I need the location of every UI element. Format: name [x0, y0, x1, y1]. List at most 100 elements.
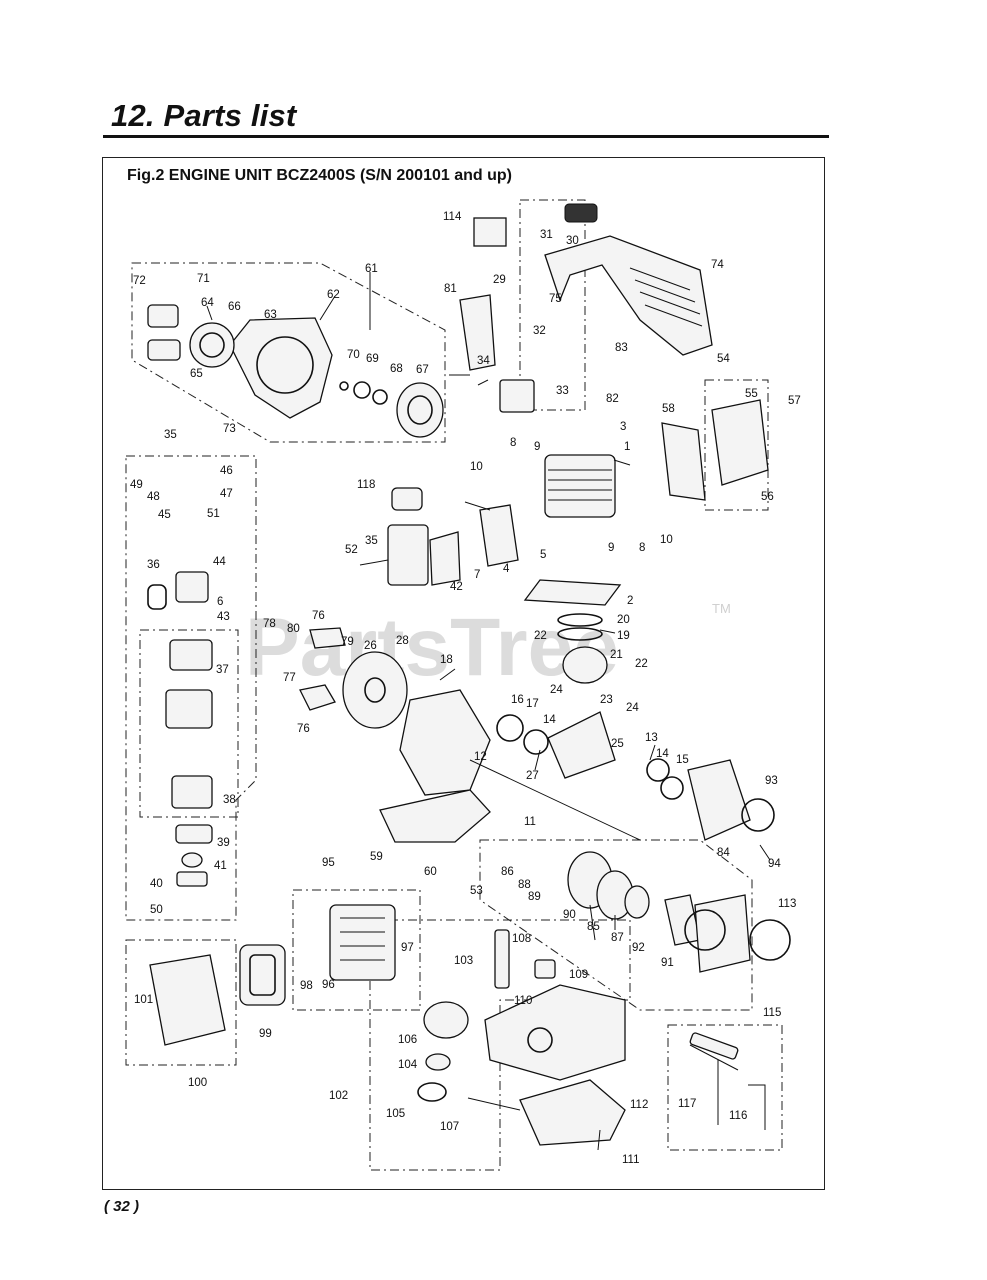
callout-label: 101 — [134, 994, 153, 1006]
leader-lines — [206, 272, 771, 1151]
callout-label: 46 — [220, 465, 233, 477]
callout-label: 18 — [440, 654, 453, 666]
callout-label: 32 — [533, 325, 546, 337]
callout-label: 90 — [563, 909, 576, 921]
callout-label: 16 — [511, 694, 524, 706]
page-number-value: 32 — [113, 1198, 130, 1215]
callout-label: 97 — [401, 942, 414, 954]
callout-label: 84 — [717, 847, 730, 859]
callout-label: 24 — [626, 702, 639, 714]
callout-label: 93 — [765, 775, 778, 787]
callout-label: 4 — [503, 563, 510, 575]
callout-label: 42 — [450, 581, 463, 593]
callout-label: 29 — [493, 274, 506, 286]
callout-label: 27 — [526, 770, 539, 782]
callout-label: 82 — [606, 393, 619, 405]
callout-label: 22 — [635, 658, 648, 670]
callout-label: 44 — [213, 556, 226, 568]
callout-label: 61 — [365, 263, 378, 275]
callout-label: 112 — [630, 1099, 648, 1111]
callout-label: 69 — [366, 353, 379, 365]
callout-label: 34 — [477, 355, 490, 367]
callout-label: 96 — [322, 979, 335, 991]
callout-label: 26 — [364, 640, 377, 652]
callout-label: 49 — [130, 479, 143, 491]
callout-label: 57 — [788, 395, 801, 407]
callout-label: 13 — [645, 732, 658, 744]
callout-label: 19 — [617, 630, 630, 642]
callout-label: 53 — [470, 885, 483, 897]
callout-label: 28 — [396, 635, 409, 647]
figure-frame — [102, 157, 825, 1190]
callout-label: 63 — [264, 309, 277, 321]
callout-label: 104 — [398, 1059, 418, 1071]
callout-label: 41 — [214, 860, 227, 872]
callout-label: 40 — [150, 878, 163, 890]
callout-label: 67 — [416, 364, 429, 376]
callout-label: 3 — [620, 421, 626, 433]
callout-label: 71 — [197, 273, 210, 285]
callout-label: 8 — [510, 437, 516, 449]
callout-label: 51 — [207, 508, 220, 520]
callout-label: 111 — [622, 1154, 639, 1166]
callout-label: 8 — [639, 542, 645, 554]
callout-label: 116 — [729, 1110, 747, 1122]
callout-label: 102 — [329, 1090, 348, 1102]
callout-label: 88 — [518, 879, 531, 891]
figure-title: Fig.2 ENGINE UNIT BCZ2400S (S/N 200101 a… — [127, 167, 512, 184]
callout-labels: 114 31 30 29 74 61 72 71 62 64 66 81 75 … — [130, 211, 801, 1166]
callout-label: 83 — [615, 342, 628, 354]
callout-label: 110 — [514, 995, 532, 1007]
callout-label: 47 — [220, 488, 233, 500]
callout-label: 20 — [617, 614, 630, 626]
callout-label: 36 — [147, 559, 160, 571]
callout-label: 107 — [440, 1121, 459, 1133]
section-title: 12. Parts list — [111, 98, 297, 133]
callout-label: 64 — [201, 297, 214, 309]
callout-label: 78 — [263, 618, 276, 630]
parts-artwork — [147, 203, 791, 1146]
callout-label: 39 — [217, 837, 230, 849]
watermark: PartsTree — [245, 602, 619, 693]
callout-label: 6 — [217, 596, 223, 608]
callout-label: 35 — [164, 429, 177, 441]
callout-label: 103 — [454, 955, 473, 967]
callout-label: 87 — [611, 932, 624, 944]
callout-label: 72 — [133, 275, 146, 287]
callout-label: 114 — [443, 211, 462, 223]
callout-label: 9 — [534, 441, 540, 453]
callout-label: 52 — [345, 544, 358, 556]
callout-label: 14 — [656, 748, 669, 760]
group-outlines — [125, 199, 783, 1171]
callout-label: 38 — [223, 794, 236, 806]
callout-label: 99 — [259, 1028, 272, 1040]
callout-label: 118 — [357, 479, 375, 491]
callout-label: 105 — [386, 1108, 405, 1120]
callout-label: 11 — [524, 816, 536, 828]
callout-label: 30 — [566, 235, 579, 247]
callout-label: 108 — [512, 933, 531, 945]
callout-label: 37 — [216, 664, 229, 676]
callout-label: 50 — [150, 904, 163, 916]
callout-label: 2 — [627, 595, 633, 607]
callout-label: 81 — [444, 283, 457, 295]
callout-label: 59 — [370, 851, 383, 863]
callout-label: 31 — [540, 229, 553, 241]
callout-label: 106 — [398, 1034, 417, 1046]
callout-label: 85 — [587, 921, 600, 933]
callout-label: 60 — [424, 866, 437, 878]
callout-label: 77 — [283, 672, 296, 684]
callout-label: 113 — [778, 898, 796, 910]
callout-label: 74 — [711, 259, 724, 271]
callout-label: 23 — [600, 694, 613, 706]
callout-label: 100 — [188, 1077, 207, 1089]
callout-label: 1 — [624, 441, 630, 453]
callout-label: 73 — [223, 423, 236, 435]
callout-label: 48 — [147, 491, 160, 503]
callout-label: 80 — [287, 623, 300, 635]
callout-label: 35 — [365, 535, 378, 547]
callout-label: 55 — [745, 388, 758, 400]
callout-label: 24 — [550, 684, 563, 696]
callout-label: 92 — [632, 942, 645, 954]
